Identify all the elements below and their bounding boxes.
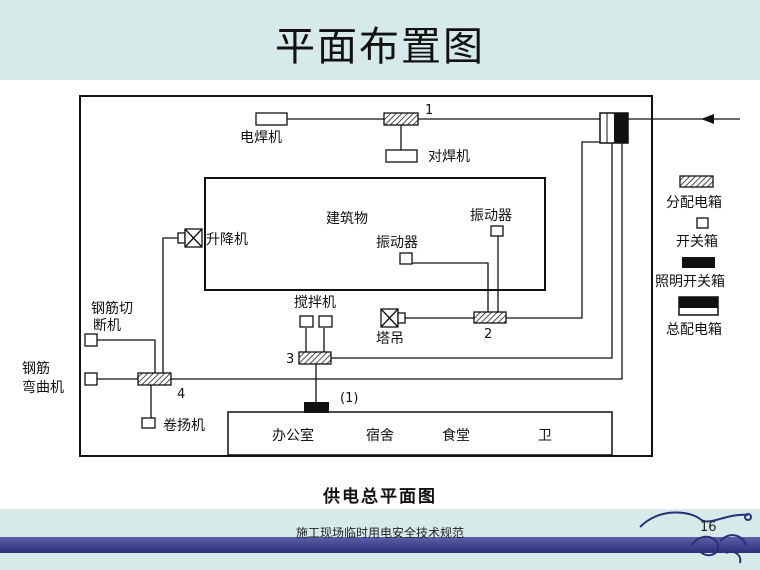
title-bar [0,0,760,80]
floral-ornament-icon [639,511,752,564]
box-number-1: 1 [425,103,433,118]
distribution-box-1 [383,112,419,126]
hoist-label: 升降机 [206,232,248,248]
main-distribution-box [599,112,629,144]
dorm-label: 宿舍 [366,427,394,444]
vibrator-b-box [490,225,504,237]
legend-label-distribution-box: 分配电箱 [666,195,722,211]
page-number: 16 [700,520,717,535]
rebar-bender-label-2: 弯曲机 [22,379,64,396]
box-number-4: 4 [177,387,185,402]
lighting-switch-box [304,402,329,413]
legend-label-switch-box: 开关箱 [676,234,718,250]
legend-hatched-box-icon [679,175,714,188]
vibrator-b-label: 振动器 [470,208,512,224]
office-label: 办公室 [272,427,314,444]
winch-label: 卷扬机 [163,418,205,434]
building-label: 建筑物 [326,211,368,227]
legend-half-filled-box-icon [678,296,719,316]
site-boundary [79,95,653,457]
butt-welder-box [385,149,418,163]
wiring [97,118,740,420]
vibrator-a-box [399,252,413,265]
rebar-cutter-label-2: 断机 [93,318,121,334]
diagram-caption: 供电总平面图 [323,487,437,507]
rebar-bender-label-1: 钢筋 [22,360,50,377]
rebar-bender-box [84,372,98,386]
box-number-3: 3 [286,352,294,367]
distribution-box-2 [473,311,507,324]
mixer-label: 搅拌机 [294,295,336,311]
welder-box [255,112,288,126]
tower-crane-label: 塔吊 [376,331,404,347]
page-title: 平面布置图 [275,24,485,70]
vibrator-a-label: 振动器 [376,235,418,251]
mixer-box-right [318,315,333,328]
footer-bottom-bar [0,553,760,570]
office-row-outline [227,411,613,456]
rebar-cutter-label-1: 钢筋切 [91,300,133,317]
legend: 分配电箱 开关箱 照明开关箱 总配电箱 [655,175,725,338]
box-number-p1: (1) [340,391,358,406]
rebar-cutter-box [84,333,98,347]
legend-open-box-icon [696,217,709,229]
winch-box [141,417,156,429]
building-outline [204,177,546,291]
legend-label-main-distribution-box: 总配电箱 [666,322,722,338]
power-layout-diagram: 电焊机 对焊机 建筑物 振动器 振动器 升降机 钢筋切 断机 搅拌机 塔吊 钢筋… [22,95,740,457]
box-number-2: 2 [484,327,492,342]
footer-text: 施工现场临时用电安全技术规范 [295,526,464,540]
distribution-box-3 [298,351,332,365]
tower-crane-icon [380,308,406,328]
legend-label-lighting-switch-box: 照明开关箱 [655,274,725,290]
footer-bar [0,509,760,537]
butt-welder-label: 对焊机 [428,149,470,165]
footer-stripe [0,537,760,553]
canteen-label: 食堂 [442,427,470,444]
welder-label: 电焊机 [240,130,282,146]
hoist-icon [177,228,203,248]
toilet-label: 卫 [538,428,552,444]
distribution-box-4 [137,372,172,386]
mixer-box-left [299,315,314,328]
legend-filled-box-icon [682,257,715,268]
feed-arrow [701,114,714,124]
